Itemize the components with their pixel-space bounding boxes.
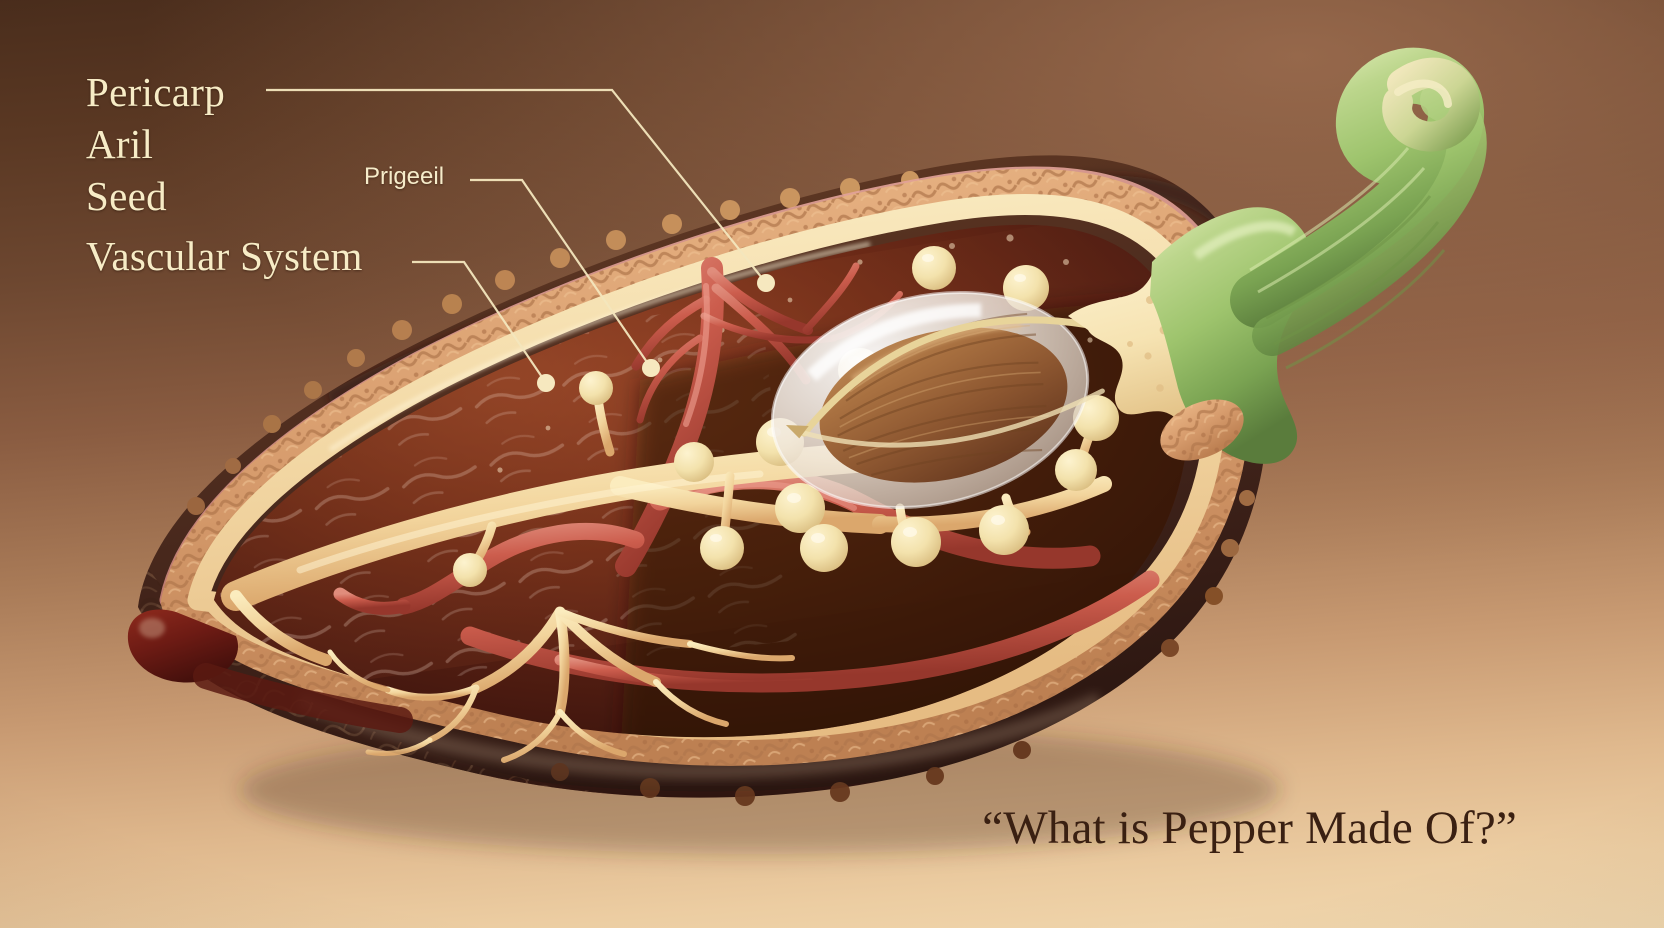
stem-calyx: [1150, 47, 1487, 464]
vascular-leader-line: [412, 260, 547, 384]
leader-lines: [266, 88, 767, 384]
label-pericarp: Pericarp: [86, 69, 225, 115]
label-vascular-system: Vascular System: [86, 233, 363, 279]
leader-dots: [537, 274, 775, 392]
vascular-leader-dot: [537, 374, 555, 392]
label-aril: Aril: [86, 121, 154, 167]
pericarp-edge-bumps: [187, 171, 1255, 806]
label-prigeeil: Prigeeil: [364, 163, 445, 190]
seed-assembly: [770, 290, 1105, 510]
pericarp-leader-line: [266, 88, 767, 284]
label-seed: Seed: [86, 173, 167, 219]
pericarp-leader-dot: [757, 274, 775, 292]
tip-blossom-end: [127, 609, 413, 733]
prigeeil-leader-dot: [642, 359, 660, 377]
prigeeil-leader-line: [470, 178, 652, 369]
image-caption: “What is Pepper Made Of?”: [982, 802, 1517, 854]
